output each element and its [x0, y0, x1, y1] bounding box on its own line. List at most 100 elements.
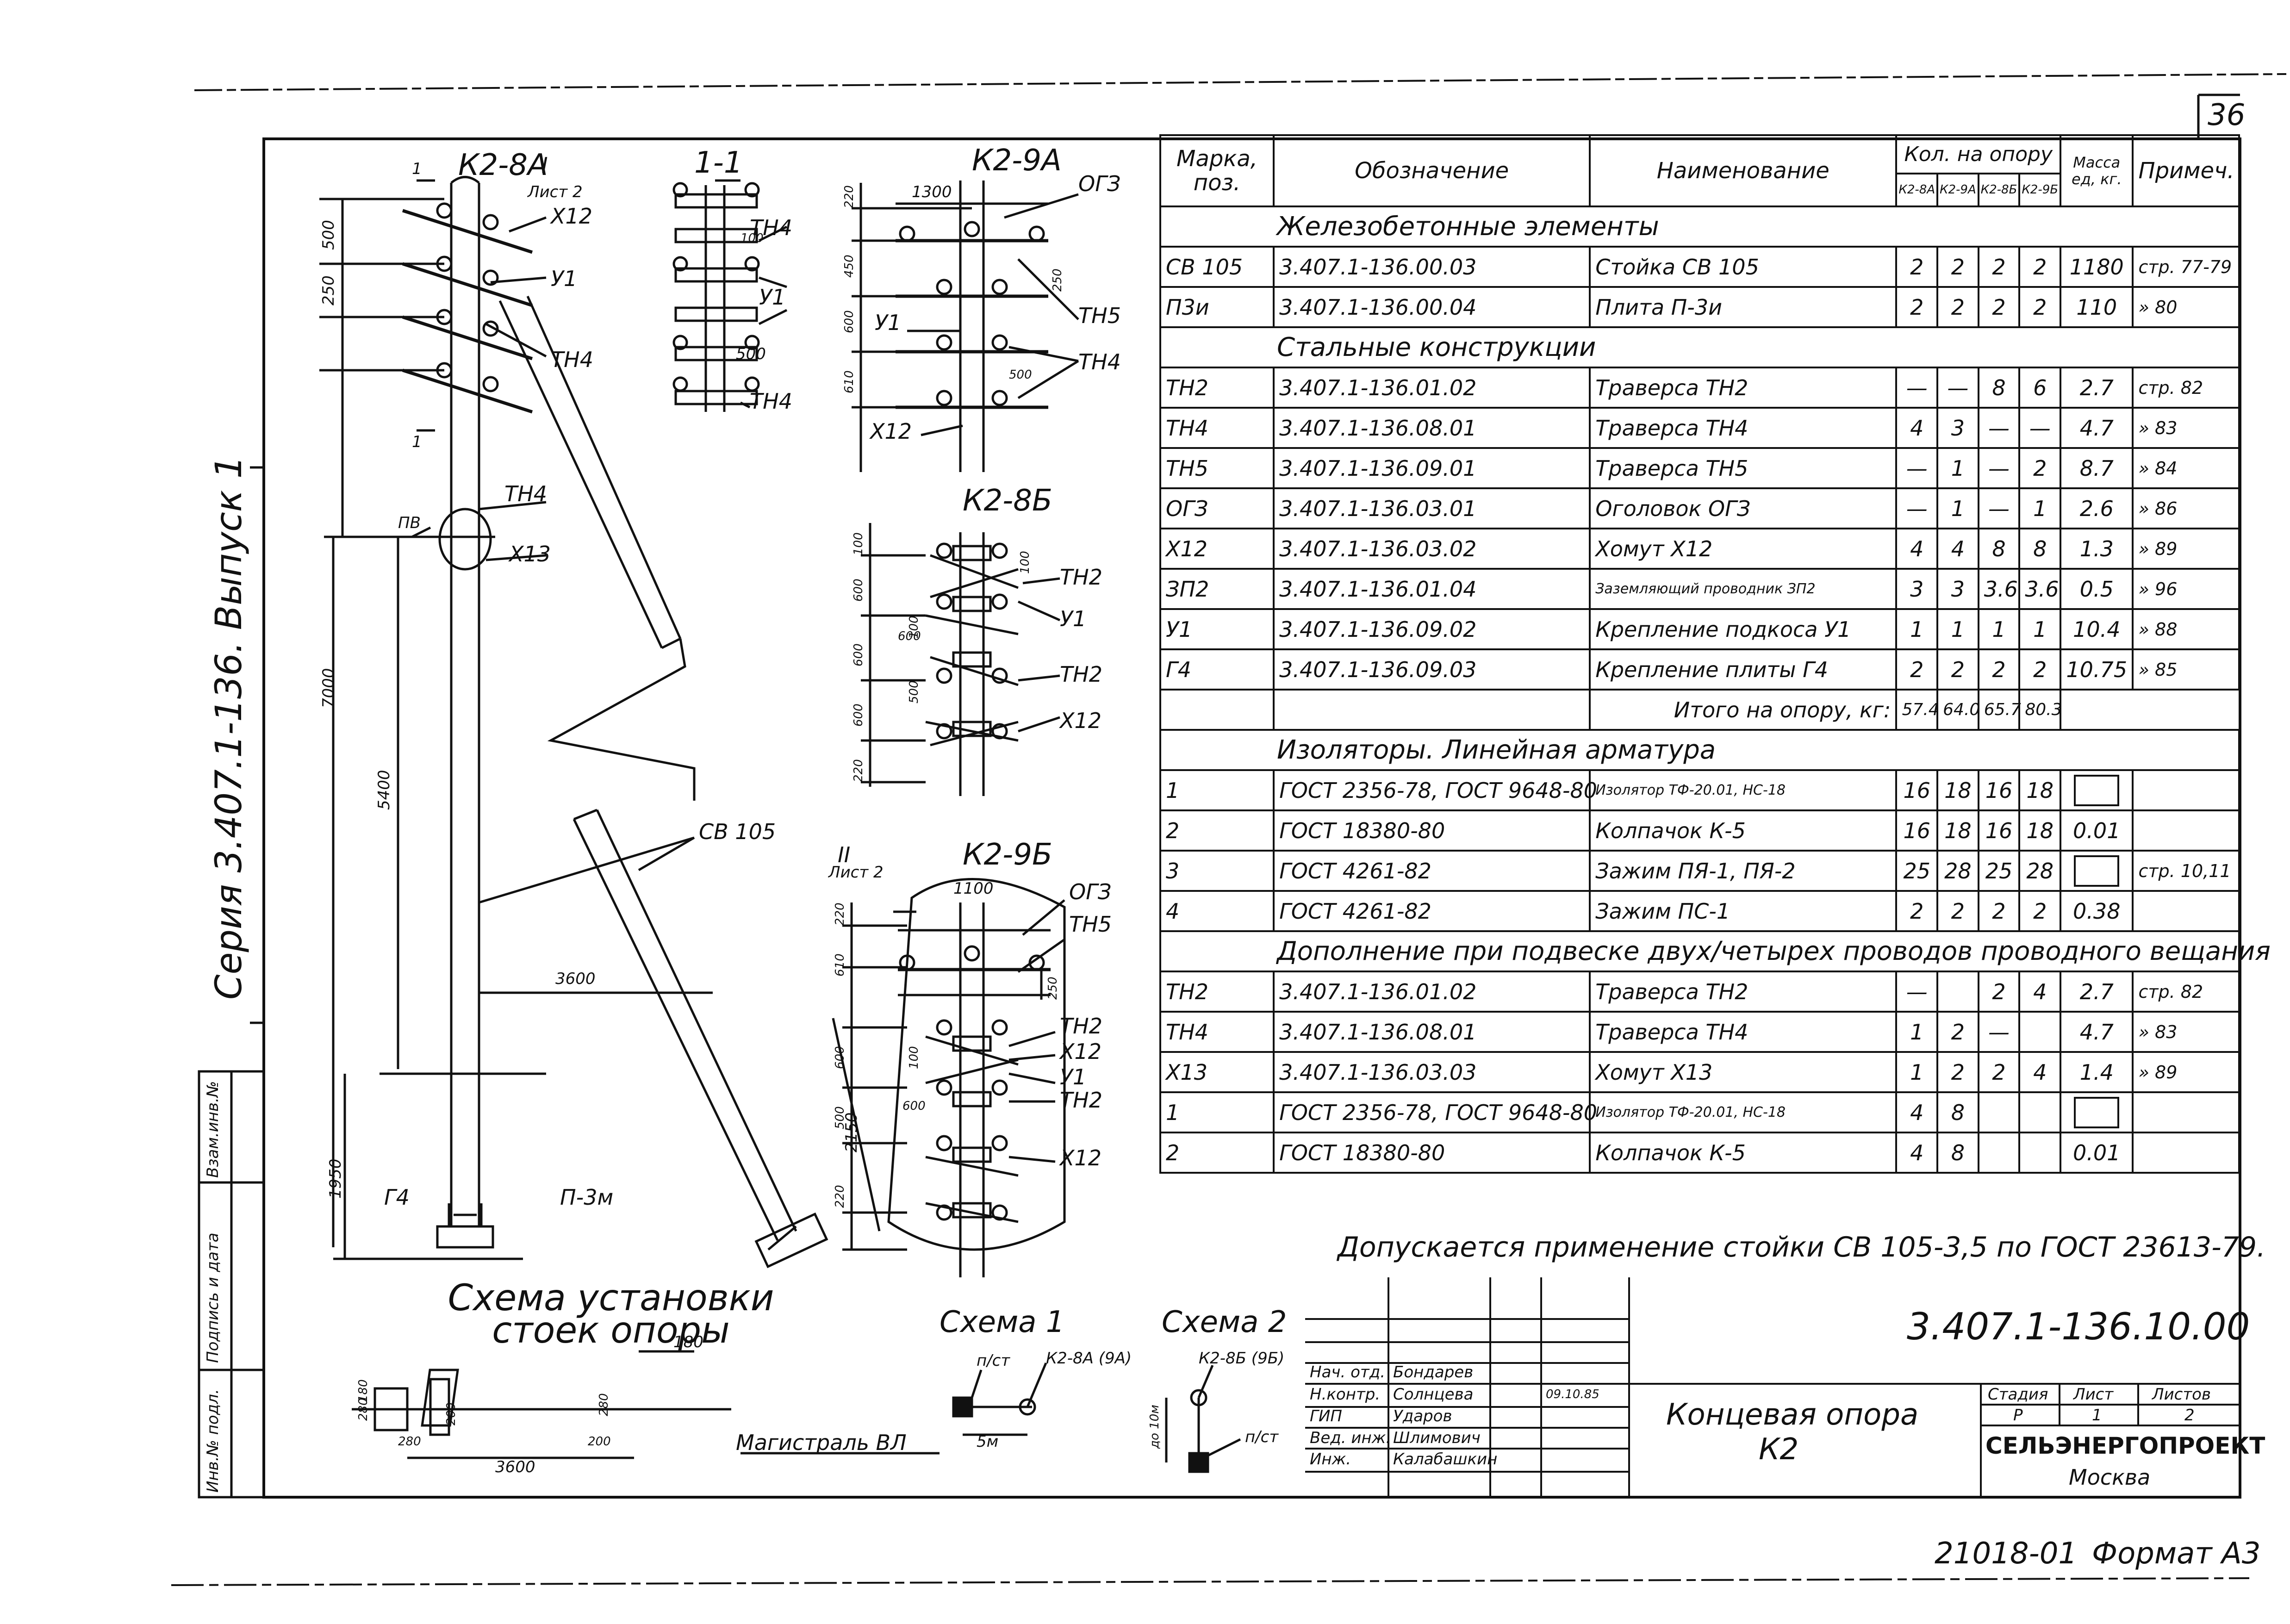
k29b-dim-600: 600	[833, 1046, 847, 1069]
cell-qty: 8	[1936, 1132, 1979, 1174]
table-header-row: Марка, поз. Обозначение Наименование Кол…	[1159, 134, 2240, 207]
cell-mass: 8.7	[2060, 447, 2134, 489]
k29b-dim-600b: 600	[902, 1099, 926, 1113]
cell-qty: 3	[1895, 568, 1939, 610]
k28a-dim-3600: 3600	[555, 970, 596, 988]
total-qty: 64.0	[1936, 689, 1980, 731]
margin-label-replace: Взам.инв.№	[204, 1081, 222, 1178]
cell-mass: 0.01	[2060, 809, 2134, 852]
cell-qty: 16	[1895, 769, 1939, 811]
empty-box	[2074, 774, 2120, 806]
cell-qty: 8	[1977, 528, 2021, 570]
table-subheader-row: К2-8А К2-9А К2-8Б К2-9Б	[1160, 172, 2239, 208]
plan-dim-180b: 180	[356, 1379, 370, 1402]
cell-qty: 2	[1895, 890, 1939, 932]
schema1-label-pole: К2-8А (9А)	[1046, 1349, 1132, 1368]
k29a-label-og3: ОГЗ	[1078, 171, 1121, 196]
k28b-label-x12: Х12	[1060, 708, 1102, 733]
cell-qty: 3.6	[2018, 568, 2062, 610]
section-title: Стальные конструкции	[1159, 326, 2240, 368]
k28a-label-tn4b: ТН4	[504, 481, 547, 506]
specification-table: Марка, поз. Обозначение Наименование Кол…	[1159, 134, 2271, 1174]
k29a-title: К2-9А	[972, 143, 1062, 178]
cell-note: » 86	[2132, 487, 2240, 529]
role-name: Бондарев	[1393, 1363, 1474, 1381]
cell-qty: 2	[1936, 286, 1979, 328]
cell-designation: 3.407.1-136.08.01	[1273, 1011, 1591, 1053]
cell-qty: 2	[1936, 1011, 1979, 1053]
plan-dim-200: 200	[588, 1435, 611, 1449]
role-title: ГИП	[1310, 1407, 1342, 1425]
cell-name: Крепление плиты Г4	[1589, 648, 1898, 691]
k29a-dim-610: 610	[842, 370, 856, 393]
cell-qty: 18	[1936, 769, 1979, 811]
cell-mark: ТН4	[1159, 1011, 1275, 1053]
cell-mass	[2060, 690, 2133, 730]
cell-mark: ТН5	[1159, 447, 1275, 489]
cell-name: Колпачок К-5	[1589, 1132, 1898, 1174]
cell-note: » 88	[2132, 608, 2240, 650]
k28b-dim-600b: 600	[852, 643, 865, 666]
cell-qty	[1936, 971, 1979, 1013]
total-qty: 65.7	[1977, 689, 2021, 731]
cell-mass: 4.7	[2060, 1011, 2134, 1053]
k29b-label-tn5: ТН5	[1069, 912, 1112, 937]
cell-qty: —	[1977, 1011, 2021, 1053]
cell-mass: 0.01	[2060, 1132, 2134, 1174]
cell-note: » 85	[2132, 648, 2240, 691]
bottom-format: Формат А3	[2092, 1537, 2261, 1571]
cell-qty: 4	[1936, 528, 1979, 570]
cell-qty: 2	[1936, 648, 1979, 691]
margin-label-inv: Инв.№ подл.	[204, 1389, 222, 1493]
title-block-title-line1: Концевая опора	[1666, 1398, 1919, 1432]
cell-mark: 3	[1159, 850, 1275, 892]
cell-qty: 8	[1936, 1091, 1979, 1133]
schema2-label-pole: К2-8Б (9Б)	[1199, 1349, 1285, 1368]
plan-dim-280b: 280	[398, 1435, 421, 1449]
k28b-dim-600d: 600	[898, 629, 921, 643]
cell-name: Изолятор ТФ-20.01, НС-18	[1589, 1091, 1898, 1133]
empty-box	[2074, 1096, 2120, 1128]
col-mass: Масса ед, кг.	[2060, 134, 2134, 207]
table-section-row: Стальные конструкции	[1159, 326, 2240, 368]
cell-qty: 2	[2018, 246, 2062, 288]
k28b-dim-600c: 600	[852, 703, 865, 727]
title-block-org: СЕЛЬЭНЕРГОПРОЕКТ	[1985, 1432, 2265, 1459]
cell-mark: Г4	[1159, 648, 1275, 691]
schema1-label-substation: п/ст	[977, 1351, 1010, 1370]
role-name: Калабашкин	[1393, 1450, 1498, 1468]
cell-qty: 2	[1936, 890, 1979, 932]
cell-designation: ГОСТ 2356-78, ГОСТ 9648-80	[1273, 769, 1597, 811]
cell-qty: 3.6	[1977, 568, 2021, 610]
plan-dim-3600: 3600	[495, 1458, 535, 1476]
k29a-label-u1: У1	[875, 310, 902, 335]
cell-name: Траверса ТН2	[1589, 367, 1898, 409]
cell-name: Хомут Х13	[1589, 1051, 1898, 1093]
k29b-label-x12a: Х12	[1060, 1039, 1102, 1064]
cell-qty: 18	[2018, 809, 2062, 852]
cell-mass	[2060, 850, 2134, 892]
cell-qty: 4	[1895, 1091, 1939, 1133]
k28a-label-tn4a: ТН4	[551, 347, 593, 372]
cell-mass: 2.6	[2060, 487, 2134, 529]
plan-dim-280c: 280	[597, 1393, 611, 1416]
cell-name: Хомут Х12	[1589, 528, 1898, 570]
margin-label-sign: Подпись и дата	[204, 1232, 222, 1363]
cell-qty: 1	[1977, 608, 2021, 650]
cell-designation: ГОСТ 18380-80	[1273, 1132, 1591, 1174]
series-label: Серия 3.407.1-136. Выпуск 1	[208, 455, 250, 1000]
k28a-ref-sheet: Лист 2	[528, 183, 583, 201]
cell-designation: 3.407.1-136.03.01	[1273, 487, 1591, 529]
cell-qty: 18	[2018, 769, 2062, 811]
